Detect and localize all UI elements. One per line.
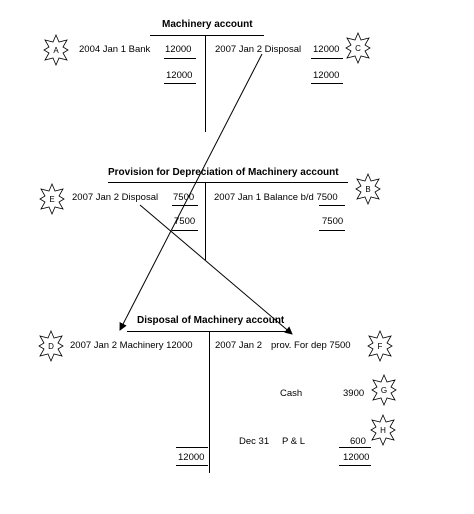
marker-d-label: D — [48, 341, 54, 351]
star-icon — [38, 330, 64, 362]
disposal-account-title: Disposal of Machinery account — [137, 315, 285, 326]
provision-account-title: Provision for Depreciation of Machinery … — [108, 167, 339, 178]
provision-credit-rule — [319, 205, 345, 206]
disposal-pl-amount: 600 — [350, 436, 366, 447]
provision-debit-total-rule — [172, 230, 198, 231]
machinery-debit-total-rule — [164, 83, 196, 84]
marker-e-label: E — [49, 194, 55, 204]
marker-d: D — [38, 330, 64, 362]
star-icon — [43, 34, 69, 66]
disposal-credit-prov: prov. For dep 7500 — [271, 340, 351, 351]
disposal-cash-amount: 3900 — [343, 388, 365, 399]
machinery-credit-total-rule — [311, 83, 343, 84]
machinery-debit-total: 12000 — [166, 70, 193, 81]
marker-c-label: C — [355, 43, 361, 53]
machinery-debit-amount: 12000 — [165, 44, 192, 55]
disposal-debit-total-rule — [176, 465, 208, 466]
provision-t-stem — [205, 182, 206, 260]
marker-f-label: F — [377, 341, 383, 351]
disposal-pl-label: P & L — [282, 436, 306, 447]
star-icon — [370, 414, 396, 446]
machinery-credit-entry: 2007 Jan 2 Disposal — [215, 44, 302, 55]
star-icon — [39, 183, 65, 215]
provision-credit-total-rule — [319, 230, 345, 231]
provision-credit-total: 7500 — [322, 216, 344, 227]
disposal-credit-total-rule — [339, 465, 371, 466]
star-icon — [355, 173, 381, 205]
marker-a-label: A — [53, 45, 59, 55]
disposal-credit-date: 2007 Jan 2 — [215, 340, 263, 351]
marker-g-label: G — [380, 385, 388, 395]
disposal-pl-date: Dec 31 — [239, 436, 270, 447]
marker-b-label: B — [365, 184, 371, 194]
disposal-debit-entry: 2007 Jan 2 Machinery 12000 — [70, 340, 193, 351]
star-icon — [367, 330, 393, 362]
provision-t-top — [108, 182, 348, 183]
marker-h-label: H — [380, 425, 386, 435]
machinery-debit-entry: 2004 Jan 1 Bank — [79, 44, 151, 55]
disposal-cash-label: Cash — [280, 388, 303, 399]
provision-debit-total: 7500 — [174, 216, 196, 227]
disposal-t-stem — [209, 331, 210, 473]
marker-c: C — [345, 32, 371, 64]
arrow-disposal-to-disposal-account — [119, 53, 263, 331]
marker-a: A — [43, 34, 69, 66]
star-icon — [371, 374, 397, 406]
machinery-credit-total: 12000 — [313, 70, 340, 81]
arrow-provision-to-disposal-account — [139, 204, 293, 335]
marker-b: B — [355, 173, 381, 205]
machinery-t-stem — [205, 35, 206, 132]
machinery-debit-rule — [164, 58, 196, 59]
disposal-debit-total: 12000 — [178, 452, 205, 463]
provision-debit-rule — [172, 205, 198, 206]
marker-e: E — [39, 183, 65, 215]
disposal-credit-rule — [339, 447, 371, 448]
marker-g: G — [371, 374, 397, 406]
disposal-debit-rule — [176, 447, 208, 448]
marker-f: F — [367, 330, 393, 362]
machinery-account-title: Machinery account — [162, 19, 253, 30]
marker-h: H — [370, 414, 396, 446]
disposal-credit-total: 12000 — [343, 452, 370, 463]
provision-debit-amount: 7500 — [173, 192, 195, 203]
machinery-credit-rule — [311, 58, 343, 59]
disposal-t-top — [127, 331, 287, 332]
star-icon — [345, 32, 371, 64]
provision-debit-entry: 2007 Jan 2 Disposal — [72, 192, 159, 203]
machinery-t-top — [150, 35, 264, 36]
machinery-credit-amount: 12000 — [313, 44, 340, 55]
provision-credit-entry: 2007 Jan 1 Balance b/d 7500 — [214, 192, 338, 203]
